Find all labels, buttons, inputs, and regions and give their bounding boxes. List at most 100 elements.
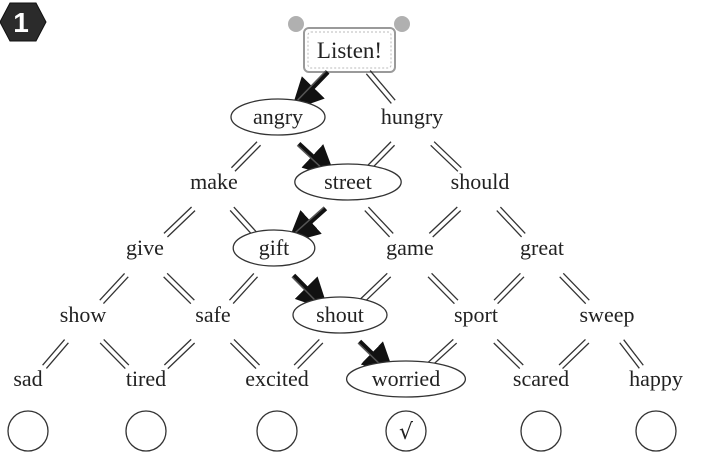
connector-line bbox=[497, 276, 525, 305]
selected-word-oval bbox=[345, 360, 467, 398]
path-arrow bbox=[287, 207, 328, 244]
connector-line bbox=[166, 272, 195, 301]
connector-line bbox=[362, 276, 392, 305]
answer-circles: √ bbox=[7, 410, 677, 452]
word-label: angry bbox=[253, 104, 303, 129]
path-arrows bbox=[287, 69, 395, 376]
connector-line bbox=[163, 276, 192, 305]
word-label: should bbox=[451, 169, 510, 194]
title-corner-dot-right bbox=[394, 16, 410, 32]
title-text: Listen! bbox=[317, 38, 382, 63]
connector-line bbox=[562, 342, 590, 370]
connector-line bbox=[428, 206, 458, 234]
word-label: street bbox=[324, 169, 372, 194]
connector-line bbox=[364, 210, 391, 238]
word-label: safe bbox=[195, 302, 230, 327]
exercise-number: 1 bbox=[13, 7, 29, 38]
connector-line bbox=[365, 73, 392, 104]
selected-word-oval bbox=[292, 296, 388, 334]
connector-line bbox=[432, 210, 462, 238]
selected-word-oval bbox=[232, 229, 316, 267]
connector-line bbox=[45, 342, 69, 369]
answer-circle-scared[interactable] bbox=[520, 410, 562, 452]
word-node-give: give bbox=[126, 235, 164, 260]
connector-line bbox=[229, 342, 257, 370]
connector-line bbox=[367, 206, 394, 234]
connector-line bbox=[102, 276, 129, 305]
word-node-street: street bbox=[294, 163, 402, 201]
path-arrow-shadow bbox=[291, 276, 319, 305]
word-label: make bbox=[190, 169, 238, 194]
connector-line bbox=[42, 339, 66, 366]
word-node-tired: tired bbox=[126, 366, 166, 391]
word-node-sad: sad bbox=[13, 366, 42, 391]
word-node-happy: happy bbox=[629, 366, 683, 391]
path-arrow-shadow bbox=[297, 69, 327, 101]
connector-line bbox=[163, 338, 192, 366]
connector-line bbox=[619, 342, 640, 369]
connector-line bbox=[493, 272, 521, 301]
connector-line bbox=[230, 141, 258, 169]
connector-line bbox=[496, 210, 523, 238]
path-arrow bbox=[292, 273, 329, 311]
word-node-game: game bbox=[386, 235, 434, 260]
connector-line bbox=[496, 338, 524, 366]
word-label: excited bbox=[245, 366, 309, 391]
word-node-show: show bbox=[60, 302, 107, 327]
connector-line bbox=[433, 141, 462, 169]
connector-line bbox=[234, 144, 262, 172]
word-nodes: angry hungry make street should give gift game g… bbox=[13, 98, 683, 398]
word-node-shout: shout bbox=[292, 296, 388, 334]
word-node-should: should bbox=[451, 169, 510, 194]
connector-line bbox=[167, 342, 196, 370]
word-node-scared: scared bbox=[513, 366, 569, 391]
connector-line bbox=[558, 338, 586, 366]
word-label: sweep bbox=[580, 302, 635, 327]
connector-line bbox=[233, 206, 259, 234]
word-label: gift bbox=[259, 235, 290, 260]
word-label: hungry bbox=[381, 104, 443, 129]
connector-line bbox=[297, 342, 324, 370]
word-node-sport: sport bbox=[454, 302, 498, 327]
connector-line bbox=[427, 276, 455, 305]
word-node-excited: excited bbox=[245, 366, 309, 391]
connector-line bbox=[431, 272, 459, 301]
title-box: Listen! bbox=[288, 16, 410, 73]
word-label: sad bbox=[13, 366, 42, 391]
connector-line bbox=[499, 206, 526, 234]
connector-line bbox=[232, 276, 259, 305]
word-label: shout bbox=[316, 302, 364, 327]
word-label: give bbox=[126, 235, 164, 260]
path-arrow-shadow bbox=[294, 206, 325, 234]
answer-circle-sad[interactable] bbox=[7, 410, 49, 452]
answer-circle-worried[interactable]: √ bbox=[385, 410, 427, 452]
answer-check-mark: √ bbox=[399, 420, 414, 445]
connector-line bbox=[358, 272, 388, 301]
answer-circle-excited[interactable] bbox=[256, 410, 298, 452]
word-label: tired bbox=[126, 366, 166, 391]
word-label: show bbox=[60, 302, 107, 327]
connector-line bbox=[99, 342, 126, 370]
connector-line bbox=[430, 144, 459, 172]
word-node-sweep: sweep bbox=[580, 302, 635, 327]
answer-circle-tired[interactable] bbox=[125, 410, 167, 452]
word-node-angry: angry bbox=[230, 98, 326, 136]
connector-line bbox=[623, 339, 644, 366]
word-node-make: make bbox=[190, 169, 238, 194]
connector-line bbox=[562, 272, 590, 301]
word-node-safe: safe bbox=[195, 302, 230, 327]
connector-line bbox=[229, 210, 255, 238]
word-node-hungry: hungry bbox=[381, 104, 443, 129]
word-label: great bbox=[520, 235, 564, 260]
path-arrow bbox=[291, 70, 330, 111]
word-label: scared bbox=[513, 366, 569, 391]
word-node-worried: worried bbox=[345, 360, 467, 398]
selected-word-oval bbox=[230, 98, 326, 136]
exercise-number-badge: 1 bbox=[0, 2, 47, 42]
word-label: happy bbox=[629, 366, 683, 391]
word-label: sport bbox=[454, 302, 498, 327]
connector-line bbox=[166, 210, 196, 238]
answer-circle-happy[interactable] bbox=[635, 410, 677, 452]
